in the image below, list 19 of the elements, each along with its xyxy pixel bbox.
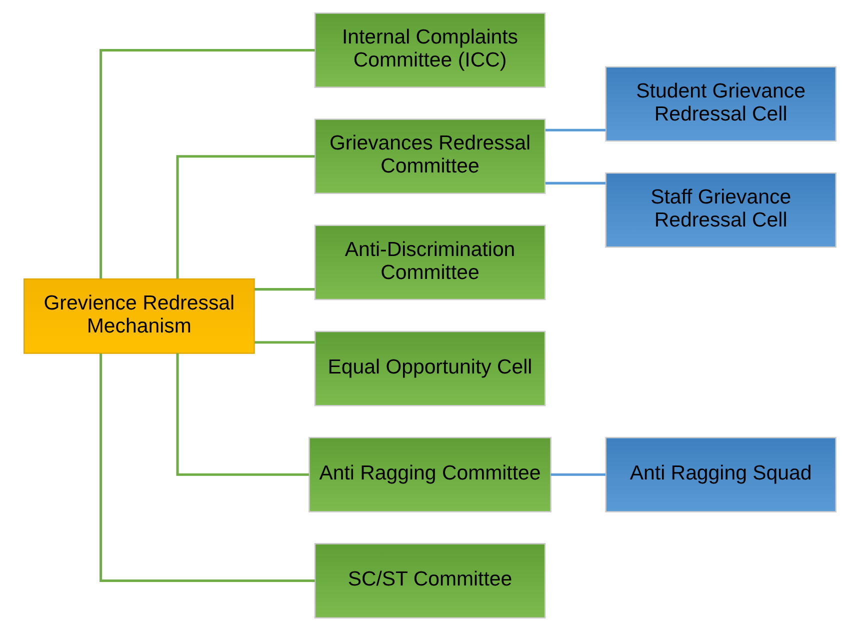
node-box: Anti Ragging Committee: [308, 436, 551, 512]
connector: [254, 288, 314, 291]
connector: [254, 341, 314, 344]
node-box: Grevience Redressal Mechanism: [22, 278, 254, 354]
connector: [550, 473, 606, 476]
node-box: Student Grievance Redressal Cell: [604, 66, 836, 142]
connector: [544, 128, 606, 132]
node-box: Grievances Redressal Committee: [314, 118, 546, 194]
node-box: Staff Grievance Redressal Cell: [604, 172, 836, 248]
node-box: Internal Complaints Committee (ICC): [314, 12, 546, 88]
connector: [99, 48, 314, 279]
node-box: Anti-Discrimination Committee: [314, 224, 546, 300]
node-box: SC/ST Committee: [314, 543, 546, 618]
connector: [176, 155, 314, 279]
connector: [99, 354, 314, 582]
node-box: Equal Opportunity Cell: [314, 330, 546, 406]
connector: [544, 182, 606, 184]
connector: [176, 353, 308, 476]
node-box: Anti Ragging Squad: [604, 436, 836, 512]
